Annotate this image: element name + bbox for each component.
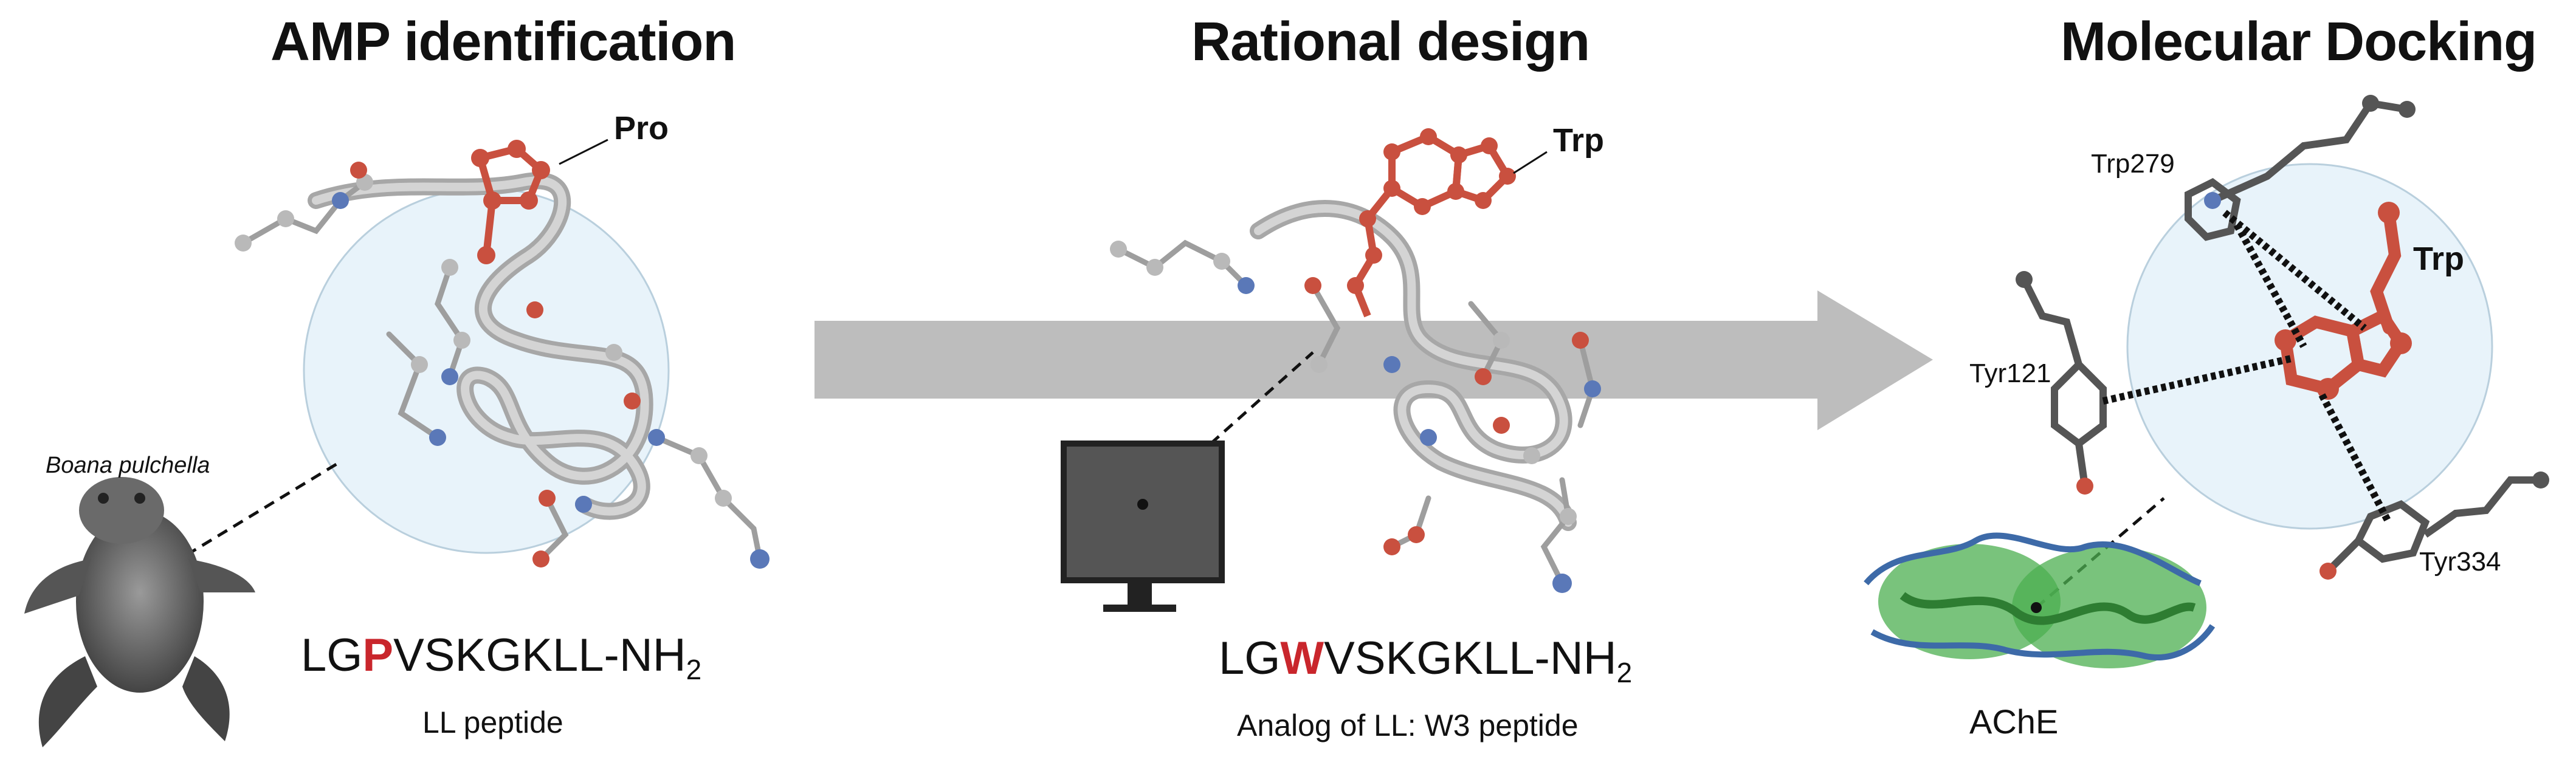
trp-leader-line xyxy=(1513,151,1548,174)
w3-sequence: LGWVSKGKLL-NH2 xyxy=(1219,632,1632,689)
interaction-lines xyxy=(2102,210,2392,524)
ache-caption: AChE xyxy=(1969,702,2059,741)
pro-label: Pro xyxy=(614,110,669,146)
ll-sequence: LGPVSKGKLL-NH2 xyxy=(301,629,701,686)
docked-trp-atoms xyxy=(2275,202,2412,400)
panel-title-amp-identification: AMP identification xyxy=(270,12,736,72)
tyr334-label: Tyr334 xyxy=(2419,547,2501,577)
panel-title-rational-design: Rational design xyxy=(1191,12,1590,72)
docking-atoms xyxy=(2016,95,2549,580)
proline-atoms xyxy=(471,140,550,264)
ll-sequence-start: LG xyxy=(301,629,363,681)
pro-leader-line xyxy=(559,139,608,165)
docked-trp-label: Trp xyxy=(2413,241,2465,277)
ll-mutation-residue: P xyxy=(362,629,394,681)
computer-monitor-icon xyxy=(1061,441,1225,612)
w3-sequence-start: LG xyxy=(1219,633,1281,684)
tryptophan-atoms xyxy=(1347,128,1516,294)
w3-sequence-subscript: 2 xyxy=(1616,657,1633,688)
ll-peptide-atoms xyxy=(235,162,770,569)
frog-image xyxy=(24,477,255,747)
docked-trp-ligand xyxy=(2279,207,2409,396)
w3-peptide-caption: Analog of LL: W3 peptide xyxy=(1237,708,1579,742)
ll-peptide-caption: LL peptide xyxy=(422,705,563,739)
w3-sequence-rest: VSKGKLL-NH xyxy=(1324,633,1617,684)
w3-peptide-atoms xyxy=(1110,241,1601,593)
docking-zoom-circle xyxy=(2126,163,2493,530)
process-arrow xyxy=(814,290,1933,430)
ll-sequence-subscript: 2 xyxy=(686,654,702,685)
ache-protein-image xyxy=(1864,532,2216,668)
species-name: Boana pulchella xyxy=(46,453,210,478)
w3-mutation-residue: W xyxy=(1280,633,1324,684)
trp279-label: Trp279 xyxy=(2091,149,2175,179)
trp-label: Trp xyxy=(1553,122,1605,159)
tyr121-label: Tyr121 xyxy=(1969,358,2051,388)
panel-title-molecular-docking: Molecular Docking xyxy=(2061,12,2537,72)
ll-sequence-rest: VSKGKLL-NH xyxy=(393,629,686,681)
